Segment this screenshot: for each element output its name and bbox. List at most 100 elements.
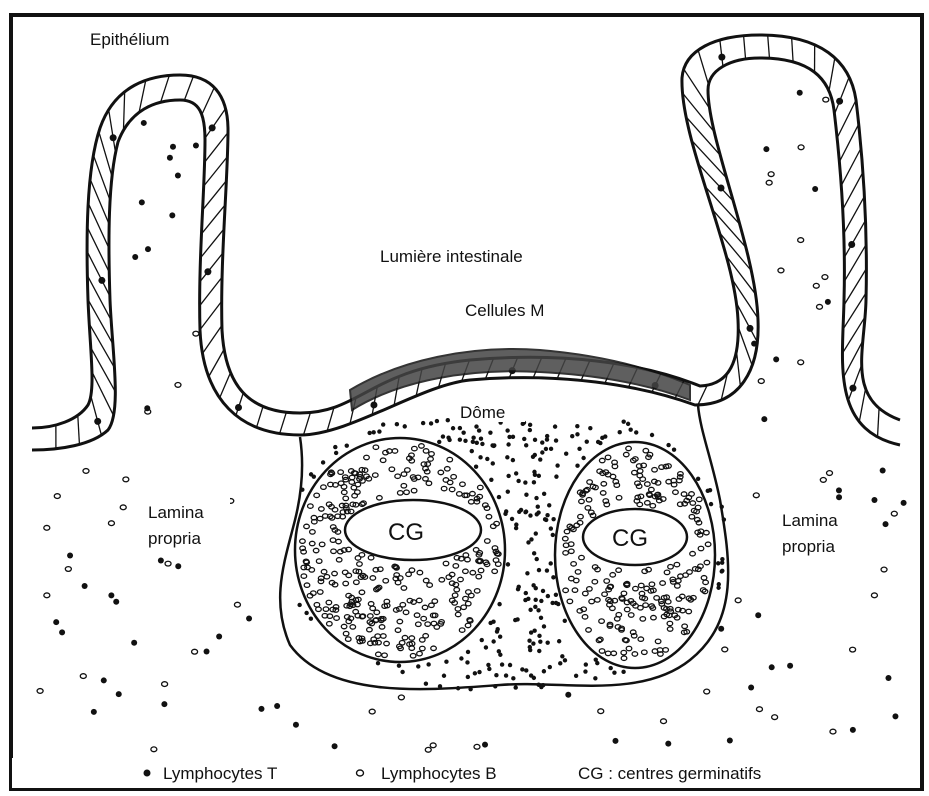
intraepithelial-t-cell	[848, 241, 855, 248]
b-lymphocyte	[654, 596, 660, 600]
t-lymphocyte	[169, 212, 175, 218]
b-lymphocyte	[37, 689, 43, 694]
b-lymphocyte	[628, 613, 634, 617]
b-lymphocyte	[768, 172, 774, 177]
t-lymphocyte	[216, 634, 222, 640]
t-lymphocyte	[459, 656, 463, 660]
b-lymphocyte	[336, 539, 342, 543]
t-lymphocyte	[570, 434, 574, 438]
t-lymphocyte	[416, 664, 420, 668]
t-lymphocyte	[542, 492, 546, 496]
t-lymphocyte	[441, 434, 445, 438]
b-lymphocyte	[690, 551, 696, 555]
t-lymphocyte	[545, 640, 549, 644]
b-lymphocyte	[674, 562, 680, 566]
t-lymphocyte	[773, 356, 779, 362]
t-lymphocyte	[477, 428, 481, 432]
t-lymphocyte	[531, 583, 535, 587]
t-lymphocyte	[533, 453, 537, 457]
b-lymphocyte	[817, 304, 823, 309]
t-lymphocyte	[716, 561, 720, 565]
label-cg-left: CG	[388, 519, 424, 546]
t-lymphocyte	[626, 422, 630, 426]
b-lymphocyte	[766, 180, 772, 185]
t-lymphocyte	[563, 619, 567, 623]
b-lymphocyte	[587, 587, 593, 591]
b-lymphocyte	[478, 485, 484, 489]
t-lymphocyte	[536, 608, 540, 612]
b-lymphocyte	[441, 486, 447, 490]
b-lymphocyte	[336, 558, 342, 562]
b-lymphocyte	[696, 497, 702, 501]
b-lymphocyte	[409, 636, 415, 640]
b-lymphocyte	[309, 568, 315, 572]
b-lymphocyte	[417, 651, 423, 655]
t-lymphocyte	[527, 639, 531, 643]
t-lymphocyte	[544, 447, 548, 451]
t-lymphocyte	[717, 582, 721, 586]
t-lymphocyte	[466, 650, 470, 654]
t-lymphocyte	[532, 551, 536, 555]
t-lymphocyte	[706, 489, 710, 493]
t-lymphocyte	[524, 443, 528, 447]
t-lymphocyte	[722, 517, 726, 521]
b-lymphocyte	[384, 641, 390, 645]
b-lymphocyte	[368, 602, 374, 606]
t-lymphocyte	[504, 509, 508, 513]
t-lymphocyte	[496, 627, 500, 631]
b-lymphocyte	[308, 504, 314, 508]
t-lymphocyte	[491, 639, 495, 643]
t-lymphocyte	[395, 422, 399, 426]
t-lymphocyte	[529, 537, 533, 541]
epithelial-cell-border	[91, 396, 102, 435]
epithelial-cell-border	[280, 412, 287, 433]
b-lymphocyte	[458, 577, 464, 581]
b-lymphocyte	[332, 571, 338, 575]
b-lymphocyte	[704, 530, 710, 534]
t-lymphocyte	[517, 510, 521, 514]
t-lymphocyte	[523, 598, 527, 602]
t-lymphocyte	[584, 662, 588, 666]
b-lymphocyte	[428, 457, 434, 461]
t-lymphocyte	[116, 691, 122, 697]
epithelial-cell-border	[848, 365, 861, 401]
b-lymphocyte	[827, 471, 833, 476]
epithelial-cell-border	[202, 88, 215, 115]
t-lymphocyte	[132, 254, 138, 260]
epithelial-cell-border	[220, 373, 231, 398]
epithelial-cell-border	[837, 100, 856, 138]
b-lymphocyte	[416, 598, 422, 602]
t-lymphocyte	[524, 668, 528, 672]
t-lymphocyte	[564, 452, 568, 456]
t-lymphocyte	[533, 473, 537, 477]
t-lymphocyte	[532, 480, 536, 484]
t-lymphocyte	[665, 741, 671, 747]
t-lymphocyte	[485, 457, 489, 461]
b-lymphocyte	[610, 573, 616, 577]
t-lymphocyte	[534, 496, 538, 500]
b-lymphocyte	[600, 491, 606, 495]
t-lymphocyte	[528, 423, 532, 427]
b-lymphocyte	[735, 598, 741, 603]
b-lymphocyte	[459, 628, 465, 632]
t-lymphocyte	[536, 505, 540, 509]
b-lymphocyte	[429, 452, 435, 456]
b-lymphocyte	[409, 568, 415, 572]
t-lymphocyte	[486, 663, 490, 667]
b-lymphocyte	[326, 600, 332, 604]
b-lymphocyte	[601, 482, 607, 486]
t-lymphocyte	[557, 639, 561, 643]
t-lymphocyte	[91, 709, 97, 715]
t-lymphocyte	[59, 629, 65, 635]
t-lymphocyte	[506, 489, 510, 493]
b-lymphocyte	[599, 458, 605, 462]
b-lymphocyte	[389, 467, 395, 471]
t-lymphocyte	[574, 674, 578, 678]
b-lymphocyte	[44, 525, 50, 530]
t-lymphocyte	[108, 592, 114, 598]
b-lymphocyte	[492, 569, 498, 573]
t-lymphocyte	[377, 429, 381, 433]
b-lymphocyte	[813, 283, 819, 288]
b-lymphocyte	[704, 689, 710, 694]
b-lymphocyte	[449, 487, 455, 491]
